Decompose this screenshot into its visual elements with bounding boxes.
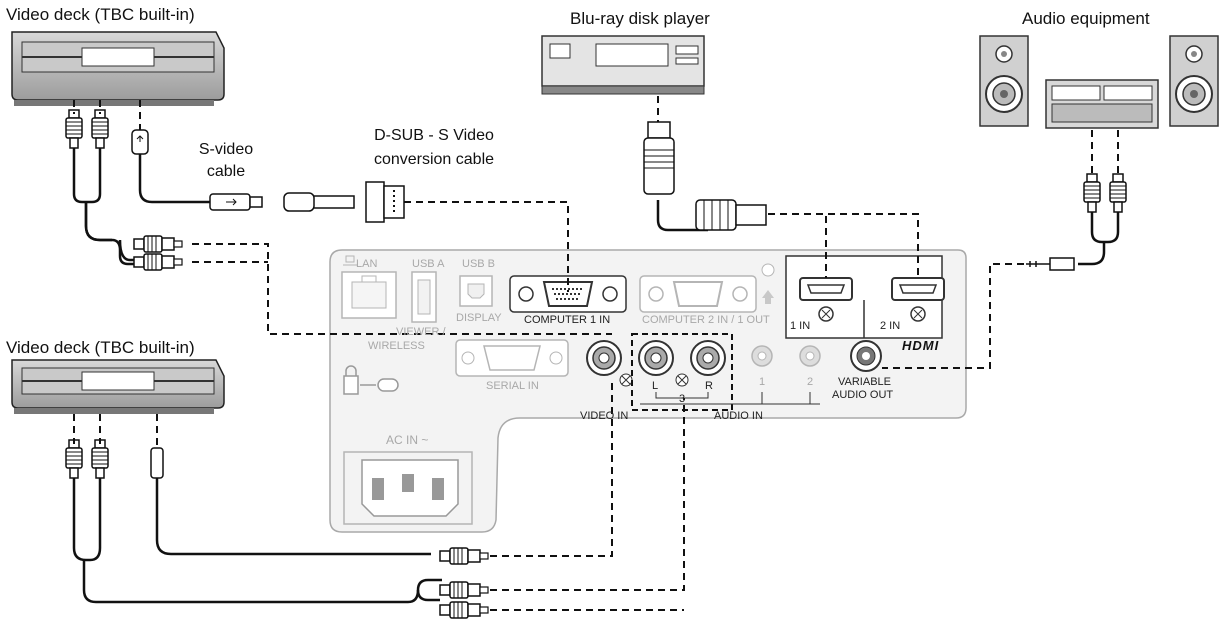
solid-cables (72, 148, 1120, 604)
viewer-label-line2: WIRELESS (368, 340, 425, 352)
viewer-label-line1: VIEWER / (396, 326, 446, 338)
dashed-lines (73, 96, 1119, 611)
video-deck-top (11, 31, 225, 106)
hdmi2-label: 2 IN (880, 320, 901, 332)
serial-label: SERIAL IN (486, 380, 539, 392)
hdmi-ports (785, 255, 945, 339)
lan-port (341, 255, 397, 319)
video-in-label: VIDEO IN (580, 410, 629, 422)
video-deck-bottom (11, 359, 225, 414)
audio-equipment (979, 35, 1219, 129)
video-deck-top-label: Video deck (TBC built-in) (6, 5, 195, 24)
display-label: DISPLAY (456, 312, 502, 324)
variable-audio-out-jack (850, 340, 882, 372)
usb-b-port (459, 275, 493, 307)
connectors (65, 109, 1127, 619)
computer1-port (509, 275, 627, 313)
audio-1-label: 1 (759, 376, 766, 388)
audio-in-jacks (638, 340, 821, 405)
variable-label-line1: VARIABLE (838, 376, 891, 388)
projector-panel (329, 249, 967, 533)
audio-in-label: AUDIO IN (714, 410, 763, 422)
audio-l-label: L (652, 380, 659, 392)
audio-label: Audio equipment (1022, 9, 1150, 28)
svideo-cable-label-line2: cable (206, 163, 246, 180)
computer1-label: COMPUTER 1 IN (524, 314, 611, 326)
dsub-cable-label-line1: D-SUB - S Video (374, 127, 494, 144)
bluray-label: Blu-ray disk player (570, 9, 710, 28)
hdmi1-label: 1 IN (790, 320, 811, 332)
hdmi-logo: HDMI (902, 338, 940, 353)
usb-a-label: USB A (412, 258, 445, 270)
audio-r-label: R (705, 380, 713, 392)
bluray-player (541, 35, 705, 95)
dsub-cable-label-line2: conversion cable (373, 151, 495, 168)
ac-in-label: AC IN ~ (386, 433, 429, 447)
ac-inlet (343, 451, 473, 525)
serial-port (455, 339, 569, 377)
lan-label: LAN (356, 258, 378, 270)
svideo-cable-label-line1: S-video (198, 141, 254, 158)
usb-a-port (411, 271, 437, 323)
usb-b-label: USB B (462, 258, 496, 270)
computer2-label: COMPUTER 2 IN / 1 OUT (642, 314, 770, 326)
computer2-port (639, 275, 757, 313)
lock-icon (343, 365, 399, 395)
audio-2-label: 2 (807, 376, 814, 388)
video-in-jack (586, 340, 633, 387)
variable-label-line2: AUDIO OUT (832, 389, 894, 401)
video-deck-bottom-label: Video deck (TBC built-in) (6, 338, 195, 357)
audio-3-label: 3 (679, 393, 686, 405)
